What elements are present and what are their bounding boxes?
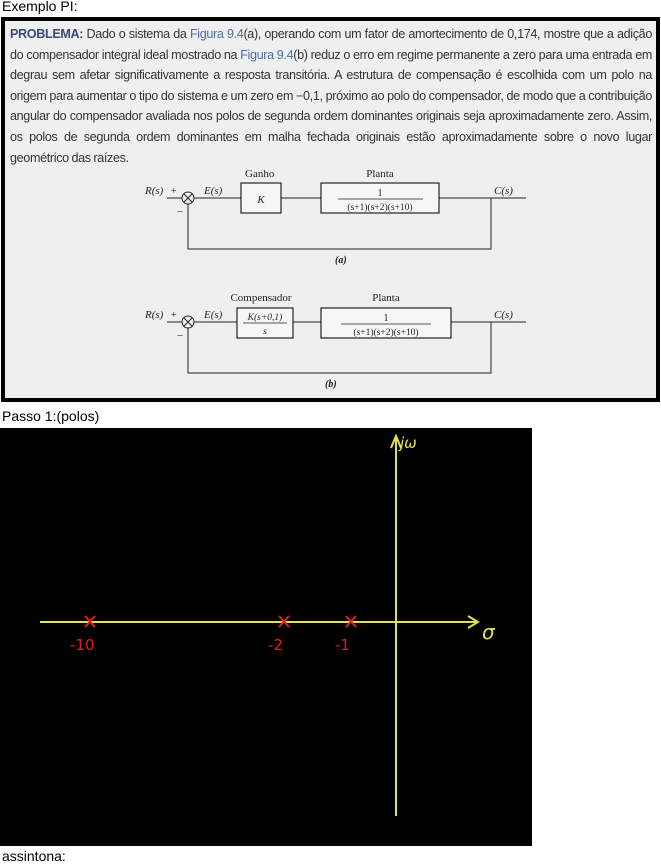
compensator-denominator: s (263, 327, 267, 337)
figure-ref-b: Figura 9.4 (240, 47, 294, 62)
minus-sign: − (177, 206, 183, 218)
problem-text-2: (a), operando com um fator de amortecime… (10, 27, 652, 62)
pole-marker: -10 (70, 615, 96, 654)
problem-keyword: PROBLEMA: (10, 27, 84, 41)
error-label: E(s) (203, 185, 223, 197)
figure-ref-a: Figura 9.4 (189, 27, 244, 41)
plant-block (320, 307, 452, 339)
s-plane-canvas: jω σ -10 -2 -1 (40, 433, 496, 816)
minus-sign: − (177, 330, 183, 342)
output-label: C(s) (494, 309, 513, 321)
step1-label: Passo 1:(polos) (2, 408, 100, 424)
output-label: C(s) (494, 185, 513, 197)
real-axis-arrow (467, 615, 480, 629)
imaginary-axis-label: jω (398, 434, 417, 452)
poles-layer: -10 -2 -1 (70, 615, 357, 654)
gain-title: Ganho (245, 168, 275, 180)
problem-statement: PROBLEMA: Dado o sistema da Figura 9.4(a… (10, 24, 652, 168)
asymptote-label: assintona: (2, 848, 66, 864)
block-diagram-b: R(s) + − E(s) Compensador K(s+0,1) s Pla… (144, 292, 526, 390)
plus-sign: + (171, 310, 177, 321)
s-plane-plot: jω σ -10 -2 -1 (0, 428, 532, 846)
pole-marker: -1 (335, 615, 357, 654)
compensator-numerator: K(s+0,1) (247, 312, 283, 323)
problem-text-3: (b) reduz o erro em regime permanente a … (10, 47, 653, 165)
pole-label: -10 (70, 636, 95, 654)
pole-label: -2 (268, 636, 283, 654)
problem-text-1: Dado o sistema da (83, 27, 190, 41)
example-label: Exemplo PI: (2, 0, 78, 14)
pole-marker: -2 (268, 615, 290, 654)
plant-title: Planta (366, 168, 394, 180)
plant-title: Planta (372, 292, 400, 304)
imaginary-axis-arrow (390, 433, 402, 449)
plant-numerator: 1 (384, 313, 389, 324)
input-label: R(s) (144, 309, 164, 321)
real-axis-label: σ (482, 620, 496, 644)
plant-denominator: (s+1)(s+2)(s+10) (353, 327, 418, 338)
problem-screenshot: PROBLEMA: Dado o sistema da Figura 9.4(a… (1, 17, 660, 402)
plant-block (320, 182, 440, 214)
plant-numerator: 1 (378, 188, 383, 199)
gain-value: K (256, 194, 265, 206)
compensator-title: Compensador (230, 292, 291, 304)
input-label: R(s) (144, 185, 164, 197)
plus-sign: + (171, 186, 177, 197)
plant-denominator: (s+1)(s+2)(s+10) (347, 202, 412, 213)
block-diagram-a: R(s) + − E(s) Ganho K Planta 1 (s+1)(s+2… (144, 168, 526, 266)
error-label: E(s) (203, 309, 223, 321)
caption-a: (a) (335, 255, 347, 266)
block-diagrams: R(s) + − E(s) Ganho K Planta 1 (s+1)(s+2… (144, 168, 526, 390)
caption-b: (b) (325, 379, 337, 390)
pole-label: -1 (335, 636, 350, 654)
